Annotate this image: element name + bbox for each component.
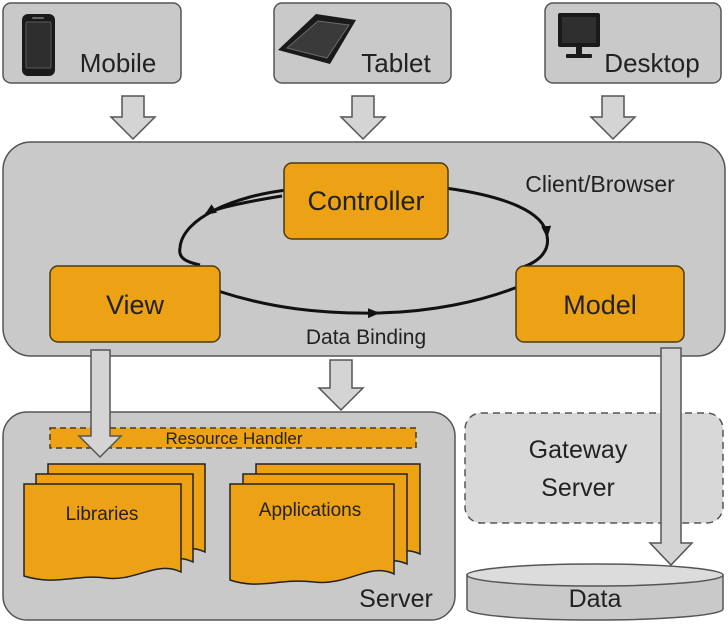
resource-handler-label: Resource Handler: [165, 429, 302, 448]
device-tablet: Tablet: [273, 2, 452, 84]
model-node: Model: [515, 265, 685, 343]
model-label: Model: [563, 290, 637, 320]
libraries-stack: [23, 463, 206, 581]
device-label-mobile: Mobile: [80, 48, 157, 78]
gateway-label-line2: Server: [541, 474, 615, 502]
device-mobile: Mobile: [2, 2, 182, 84]
tablet-icon: [278, 14, 356, 64]
view-label: View: [106, 290, 165, 320]
data-store-cylinder: Data: [466, 563, 724, 621]
arrow-tablet-to-client: [339, 95, 387, 141]
arrow-desktop-to-client: [589, 95, 637, 141]
view-node: View: [49, 265, 221, 343]
device-label-desktop: Desktop: [604, 48, 699, 78]
controller-label: Controller: [307, 186, 424, 216]
device-desktop: Desktop: [544, 2, 722, 84]
resource-handler: Resource Handler: [49, 427, 417, 449]
applications-stack: [229, 463, 421, 585]
data-label: Data: [569, 585, 622, 613]
mobile-phone-icon: [22, 14, 55, 76]
gateway-server-node: Gateway Server: [464, 412, 724, 524]
arrow-mobile-to-client: [109, 95, 157, 141]
client-browser-label: Client/Browser: [525, 171, 675, 197]
arrow-model-to-data: [648, 347, 694, 567]
mvc-cycle-loop: [178, 186, 552, 319]
server-label: Server: [359, 585, 433, 613]
libraries-label: Libraries: [66, 504, 139, 525]
desktop-monitor-icon: [558, 13, 600, 58]
arrow-client-to-server: [317, 359, 365, 412]
arrow-view-to-libraries: [77, 349, 123, 459]
gateway-label-line1: Gateway: [529, 436, 628, 464]
controller-node: Controller: [283, 162, 449, 240]
data-binding-label: Data Binding: [306, 326, 426, 349]
device-label-tablet: Tablet: [361, 48, 431, 78]
applications-label: Applications: [259, 500, 361, 521]
